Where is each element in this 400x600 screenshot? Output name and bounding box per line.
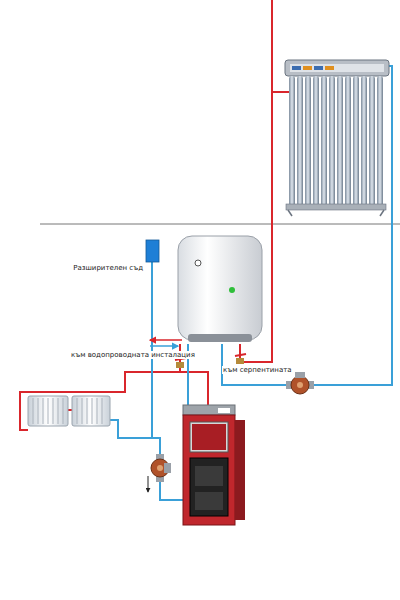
vacuum-tubes — [289, 76, 383, 206]
radiator-part — [82, 398, 83, 424]
plumbing-arrows-part — [150, 345, 178, 347]
vacuum-tubes-part — [377, 76, 383, 206]
radiator-part — [87, 398, 88, 424]
expansion-vessel-part — [146, 240, 159, 262]
solar-collector-part — [303, 66, 312, 70]
radiator-part — [97, 398, 98, 424]
solar-collector-part — [290, 64, 384, 72]
valve-part — [176, 362, 184, 368]
hot-pipe-part — [68, 409, 72, 411]
cold-pipe-part — [151, 262, 153, 438]
vacuum-tubes-part — [337, 76, 343, 206]
radiator-part — [102, 398, 103, 424]
radiator-part — [58, 398, 59, 424]
circulation-pump-part — [156, 454, 164, 482]
vacuum-tubes-part — [321, 76, 327, 206]
vacuum-tubes-part — [345, 76, 351, 206]
plumbing-arrows-part — [150, 339, 182, 341]
circulation-pump-part — [286, 381, 314, 389]
radiator — [28, 396, 110, 426]
pipe-label: към водопроводната инсталация — [70, 351, 196, 359]
circulation-pump-part — [295, 372, 305, 378]
radiator-part — [48, 398, 49, 424]
roof-line — [40, 224, 400, 225]
vacuum-tubes-part — [297, 76, 303, 206]
valve-part — [235, 354, 246, 356]
circulation-pump-part — [164, 463, 171, 473]
radiator-part — [72, 396, 110, 426]
circulation-pump-part — [297, 382, 303, 388]
solar-collector-part — [314, 66, 323, 70]
radiator-part — [28, 396, 68, 426]
radiator-part — [92, 398, 93, 424]
expansion-vessel — [146, 240, 159, 262]
cold-pipe-part — [314, 66, 392, 385]
radiator-part — [33, 398, 34, 424]
circulation-pump-part — [157, 465, 163, 471]
vacuum-tubes-part — [289, 76, 295, 206]
solar-collector-part — [380, 210, 384, 216]
solar-collector-part — [288, 210, 292, 216]
solid-fuel-boiler-part — [190, 458, 228, 516]
water-heater-part — [195, 260, 201, 266]
solar-collector-part — [285, 60, 389, 76]
cold-pipe-part — [110, 420, 183, 500]
solid-fuel-boiler-part — [218, 408, 230, 413]
pipe-label: към серпентината — [222, 366, 293, 374]
radiator-part — [38, 398, 39, 424]
solar-collector-part — [292, 66, 301, 70]
solid-fuel-boiler-part — [183, 405, 235, 415]
vacuum-tubes-part — [305, 76, 311, 206]
vacuum-tubes-part — [353, 76, 359, 206]
plumbing-arrows — [150, 340, 182, 346]
vacuum-tubes-part — [369, 76, 375, 206]
pipe-label: Разширителен съд — [72, 264, 144, 272]
circulation-pump — [148, 454, 171, 492]
solar-collector — [285, 60, 389, 216]
circulation-pump-part — [291, 376, 309, 394]
vacuum-tubes-part — [313, 76, 319, 206]
radiator-part — [53, 398, 54, 424]
radiator-part — [43, 398, 44, 424]
solid-fuel-boiler-part — [195, 466, 223, 486]
vacuum-tubes-part — [329, 76, 335, 206]
cold-pipe — [110, 66, 392, 500]
water-heater-part — [178, 236, 262, 340]
cold-pipe-part — [222, 344, 286, 385]
circulation-pump-part — [148, 476, 149, 492]
water-heater — [178, 236, 262, 342]
radiator-part — [63, 398, 64, 424]
vacuum-tubes-part — [361, 76, 367, 206]
solar-collector-part — [286, 204, 386, 210]
valve-part — [236, 358, 244, 364]
solid-fuel-boiler-part — [192, 424, 226, 450]
water-heater-part — [229, 287, 235, 293]
radiator-part — [77, 398, 78, 424]
solid-fuel-boiler-part — [235, 420, 245, 520]
solid-fuel-boiler-part — [190, 422, 228, 452]
solid-fuel-boiler-part — [183, 415, 235, 525]
hot-pipe-part — [20, 372, 180, 430]
solar-collector-part — [325, 66, 334, 70]
circulation-pump — [286, 372, 314, 394]
roof-line-part — [40, 224, 400, 225]
solid-fuel-boiler-part — [195, 492, 223, 510]
solid-fuel-boiler — [183, 405, 245, 525]
hot-pipe-part — [272, 91, 290, 93]
water-heater-part — [188, 334, 252, 342]
